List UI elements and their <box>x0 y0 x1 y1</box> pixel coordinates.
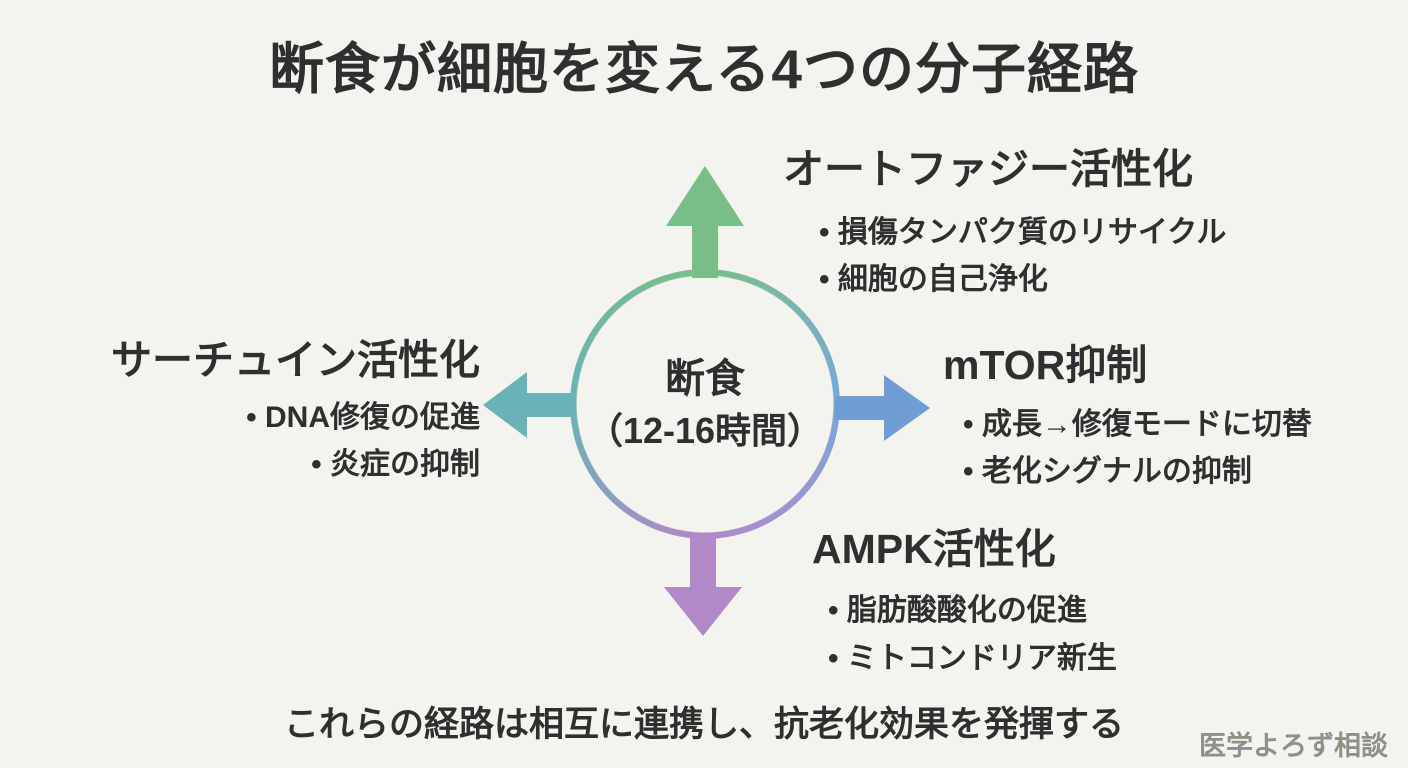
pathway-autophagy-heading: オートファジー活性化 <box>783 146 1193 192</box>
up-arrow-icon <box>666 166 744 278</box>
pathway-ampk-heading: AMPK活性化 <box>812 526 1056 572</box>
bullet-item: DNA修復の促進 <box>55 394 480 441</box>
fasting-circle-ring <box>570 269 840 539</box>
watermark-credit: 医学よろず相談 <box>1199 731 1388 761</box>
bullet-item: 老化シグナルの抑制 <box>963 448 1312 495</box>
fasting-center-label: 断食 （12-16時間） <box>570 269 840 539</box>
bullet-item: ミトコンドリア新生 <box>828 635 1117 683</box>
pathway-mtor: mTOR抑制 成長→修復モードに切替 老化シグナルの抑制 <box>943 342 1312 495</box>
right-arrow-icon <box>835 375 930 441</box>
fasting-label: 断食 <box>665 357 745 402</box>
bullet-item: 損傷タンパク質のリサイクル <box>819 209 1227 256</box>
pathway-ampk-bullets: 脂肪酸酸化の促進 ミトコンドリア新生 <box>812 587 1117 683</box>
up-arrow-shape <box>666 166 744 278</box>
bullet-item: 脂肪酸酸化の促進 <box>828 587 1117 635</box>
bullet-item: 細胞の自己浄化 <box>819 256 1226 303</box>
down-arrow-shape <box>664 538 742 636</box>
pathway-autophagy-bullets: 損傷タンパク質のリサイクル 細胞の自己浄化 <box>783 209 1227 303</box>
pathway-autophagy: オートファジー活性化 損傷タンパク質のリサイクル 細胞の自己浄化 <box>783 146 1226 303</box>
bullet-item: 成長→修復モードに切替 <box>963 401 1312 448</box>
bullet-item: 炎症の抑制 <box>55 441 480 488</box>
down-arrow-icon <box>664 538 742 636</box>
page-title: 断食が細胞を変える4つの分子経路 <box>269 38 1139 100</box>
right-arrow-shape <box>835 375 930 441</box>
left-arrow-icon <box>483 372 575 438</box>
pathway-sirtuin: サーチュイン活性化 DNA修復の促進 炎症の抑制 <box>55 337 480 488</box>
fasting-duration-label: （12-16時間） <box>586 410 824 452</box>
pathway-mtor-heading: mTOR抑制 <box>943 342 1148 388</box>
pathway-mtor-bullets: 成長→修復モードに切替 老化シグナルの抑制 <box>943 401 1312 495</box>
footer-summary: これらの経路は相互に連携し、抗老化効果を発揮する <box>283 705 1124 744</box>
left-arrow-shape <box>483 372 575 438</box>
pathway-sirtuin-heading: サーチュイン活性化 <box>111 337 480 383</box>
pathway-ampk: AMPK活性化 脂肪酸酸化の促進 ミトコンドリア新生 <box>812 526 1117 683</box>
pathway-sirtuin-bullets: DNA修復の促進 炎症の抑制 <box>55 394 480 488</box>
